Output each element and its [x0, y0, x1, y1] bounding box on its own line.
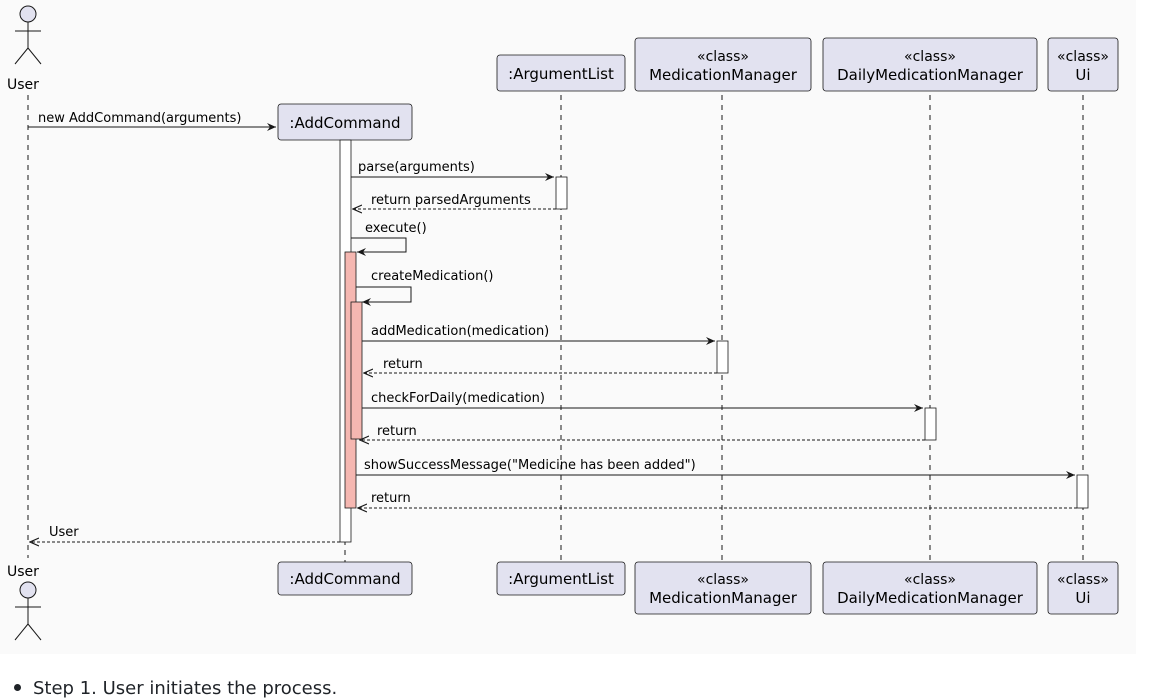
participant-box-argumentlist-foot: [496, 561, 626, 596]
participant-boxes-top: [277, 37, 1119, 141]
message-line-execute: [351, 237, 407, 256]
activation-dailymedicationmanager: [924, 407, 937, 441]
message-label-return-parsed: return parsedArguments: [371, 193, 531, 208]
participant-ui-stereotype: «class»: [1057, 49, 1109, 65]
activation-addcommand-create: [350, 301, 363, 440]
activation-medicationmanager: [716, 340, 729, 374]
participant-box-medicationmanager-head: [634, 37, 812, 92]
actor-head: [19, 581, 37, 599]
actor-left-leg: [14, 47, 29, 65]
lifelines: [27, 95, 1084, 562]
actor-right-leg: [27, 47, 42, 65]
participant-dailymedicationmanager-stereotype: «class»: [904, 49, 956, 65]
participant-medicationmanager-name-foot: MedicationManager: [649, 589, 798, 607]
messages: [28, 123, 1077, 542]
message-label-show-success: showSuccessMessage("Medicine has been ad…: [364, 458, 696, 473]
actor-right-leg: [27, 623, 42, 641]
participant-dailymedicationmanager-name-foot: DailyMedicationManager: [837, 589, 1024, 607]
sequence-diagram: User User :AddCommand :ArgumentList «cla…: [7, 5, 1119, 641]
message-label-add-medication: addMedication(medication): [371, 324, 549, 339]
step-list-item: Step 1. User initiates the process.: [14, 678, 337, 699]
message-label-return-ui: return: [371, 491, 411, 506]
participant-medicationmanager-stereotype: «class»: [697, 49, 749, 65]
participant-dailymedicationmanager-name: DailyMedicationManager: [837, 66, 1024, 84]
participant-ui-name-foot: Ui: [1075, 589, 1090, 607]
activation-argumentlist: [555, 176, 568, 210]
participant-box-dailymedicationmanager-head: [822, 37, 1038, 92]
participant-box-addcommand-foot: [277, 561, 413, 596]
step-text: Step 1. User initiates the process.: [33, 678, 338, 699]
message-labels: new AddCommand(arguments) parse(argument…: [38, 111, 696, 540]
actor-label-bottom: User: [7, 564, 39, 580]
participant-argumentlist-name-foot: :ArgumentList: [508, 570, 614, 588]
message-label-create-medication: createMedication(): [371, 269, 494, 284]
message-line-create-medication: [356, 286, 412, 306]
message-label-new-addcommand: new AddCommand(arguments): [38, 111, 241, 126]
participant-medicationmanager-stereotype-foot: «class»: [697, 572, 749, 588]
actor-user-top: [14, 5, 42, 65]
message-label-execute: execute(): [365, 221, 427, 236]
message-label-check-daily: checkForDaily(medication): [371, 391, 545, 406]
activation-ui: [1076, 474, 1089, 509]
participant-dailymedicationmanager-stereotype-foot: «class»: [904, 572, 956, 588]
participant-medicationmanager-name: MedicationManager: [649, 66, 798, 84]
message-label-parse: parse(arguments): [358, 160, 475, 175]
participant-ui-stereotype-foot: «class»: [1057, 572, 1109, 588]
message-label-return-user: User: [49, 525, 79, 540]
participant-box-argumentlist-head: [496, 54, 626, 92]
participant-addcommand-name-foot: :AddCommand: [289, 570, 400, 588]
participant-addcommand-name: :AddCommand: [289, 114, 400, 132]
participant-box-medicationmanager-foot: [634, 561, 812, 615]
participant-argumentlist-name: :ArgumentList: [508, 65, 614, 83]
sequence-diagram-canvas: User User :AddCommand :ArgumentList «cla…: [7, 5, 1119, 641]
bullet-dot: [14, 683, 21, 691]
actor-label-top: User: [7, 77, 39, 93]
actor-user-bottom: [14, 581, 42, 641]
message-label-return-dmm: return: [377, 424, 417, 439]
participant-box-ui-foot: [1047, 561, 1119, 615]
activation-bars: [339, 139, 1089, 543]
message-label-return-mm: return: [383, 357, 423, 372]
participant-ui-name: Ui: [1075, 66, 1090, 84]
actor-head: [19, 5, 37, 23]
participant-boxes-bottom: [277, 561, 1119, 615]
actor-left-leg: [14, 623, 29, 641]
participant-box-dailymedicationmanager-foot: [822, 561, 1038, 615]
participant-box-ui-head: [1047, 37, 1119, 92]
